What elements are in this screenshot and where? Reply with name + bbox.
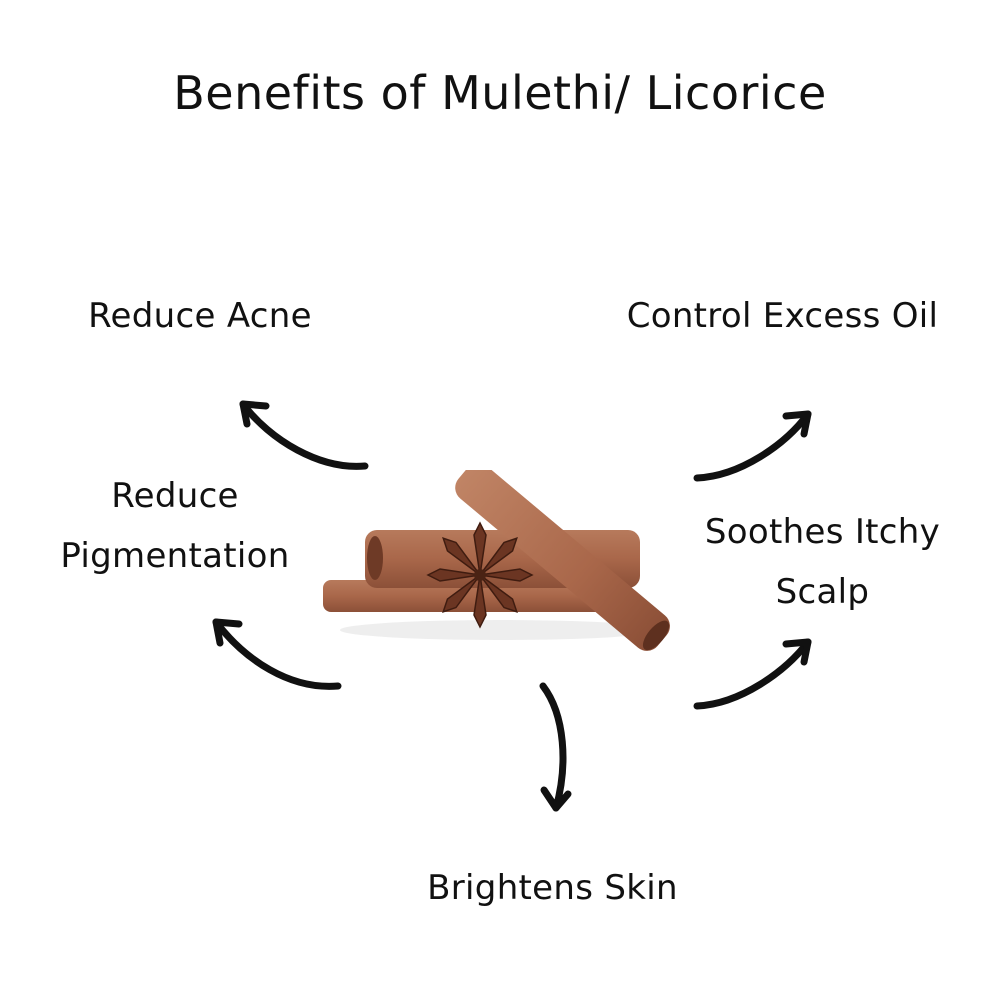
benefit-line: Reduce [111, 476, 239, 516]
benefit-brightens-skin: Brightens Skin [427, 868, 678, 908]
arrow-up-right-icon [693, 638, 812, 710]
benefit-soothes-scalp: Soothes Itchy Scalp [670, 502, 975, 622]
benefit-reduce-acne: Reduce Acne [88, 296, 312, 336]
benefit-reduce-pigmentation: Reduce Pigmentation [25, 466, 325, 586]
star-anise [426, 521, 534, 629]
benefit-control-oil: Control Excess Oil [626, 296, 939, 336]
benefit-line: Pigmentation [60, 536, 290, 576]
arrow-up-left-icon [239, 400, 369, 470]
benefit-line: Scalp [775, 572, 870, 612]
licorice-image [323, 470, 670, 651]
licorice-stick [455, 470, 670, 651]
arrow-down-icon [539, 682, 572, 812]
arrow-up-left-icon [212, 618, 342, 690]
benefit-line: Soothes Itchy [704, 512, 941, 552]
arrow-up-right-icon [693, 410, 812, 482]
page-title: Benefits of Mulethi/ Licorice [173, 66, 827, 120]
